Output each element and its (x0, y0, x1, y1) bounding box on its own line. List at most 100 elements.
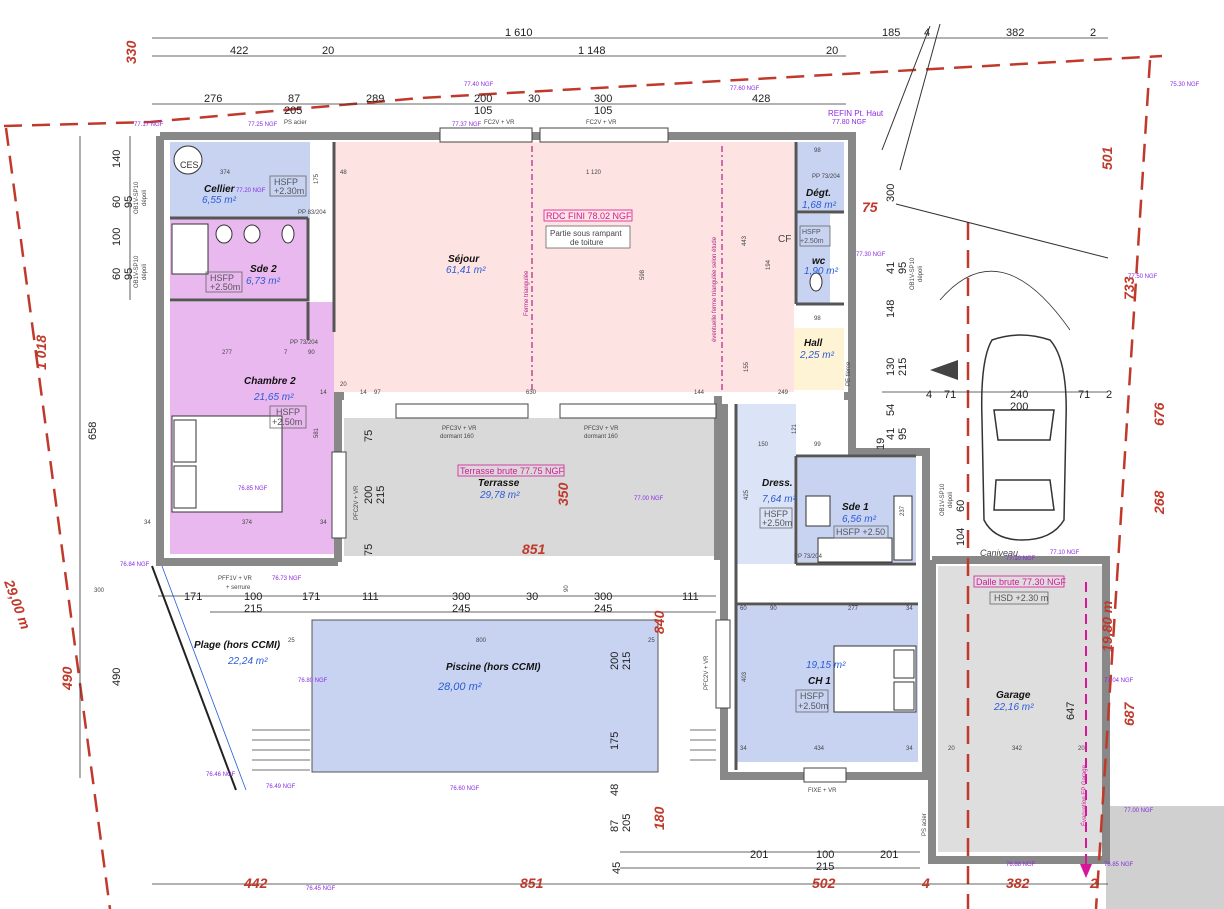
dim-i-403: 403 (742, 671, 748, 682)
window-ob-c2: dépoli (918, 266, 924, 282)
ngf-7688: 76.88 NGF (1006, 862, 1036, 868)
dim-54: 54 (885, 404, 897, 416)
dim-i-200: 200 (363, 486, 375, 504)
dim-i-75-a: 75 (363, 430, 375, 442)
dim-i-277: 277 (222, 350, 233, 356)
dim-i-581: 581 (314, 427, 320, 438)
dim-i-34-b: 34 (320, 520, 327, 526)
dim-i-121: 121 (792, 423, 798, 434)
hsfp-sde2-b: +2.50m (210, 282, 240, 292)
window-pfc3v-a2: dormant 160 (440, 434, 474, 440)
dim-100: 100 (111, 228, 123, 246)
room-hall-fill (794, 328, 844, 390)
dim-b-300-b: 300 (594, 591, 612, 603)
dim-i-277-b: 277 (848, 606, 859, 612)
room-piscine-area: 28,00 m² (437, 681, 482, 693)
dim-200: 200 (474, 93, 492, 105)
dim-red-851: 851 (520, 875, 544, 891)
dim-b-171-b: 171 (302, 591, 320, 603)
dim-i-90: 90 (308, 350, 315, 356)
dim-4-r: 4 (926, 389, 932, 401)
dim-i-598: 598 (640, 269, 646, 280)
window-pfc2v-ch2: PFC2V + VR (354, 485, 360, 520)
room-sejour-area: 61,41 m² (446, 265, 486, 276)
dim-i-7: 7 (284, 350, 288, 356)
dim-105: 105 (474, 105, 492, 117)
ground-grey-right (1106, 806, 1224, 909)
window-pfc3v-b2: dormant 160 (584, 434, 618, 440)
dim-19: 19 (875, 438, 887, 450)
hsfp-sde2-a: HSFP (210, 273, 234, 283)
dim-658: 658 (87, 422, 99, 440)
refin-label: REFIN Pt. Haut (828, 109, 884, 118)
dim-red-4: 4 (921, 875, 930, 891)
dim-i-48: 48 (340, 170, 347, 176)
hsfp-ch2-a: HSFP (276, 407, 300, 417)
stairs (252, 729, 716, 771)
ngf-7704: 77.04 NGF (1104, 678, 1134, 684)
room-plage-name: Plage (hors CCMI) (194, 640, 281, 651)
dim-71-b: 71 (1078, 389, 1090, 401)
rdc-fini-label: RDC FINI 78.02 NGF (546, 211, 632, 221)
evac-label: Évacuation EP Garage (1081, 764, 1088, 826)
ngf-7700: 77.00 NGF (634, 496, 664, 502)
rampant-label-a: Partie sous rampant (550, 229, 622, 238)
dim-i-342: 342 (1012, 746, 1023, 752)
dalle-brute-label: Dalle brute 77.30 NGF (976, 577, 1067, 587)
dim-i-237: 237 (900, 505, 906, 516)
ngf-7645: 76.45 NGF (306, 886, 336, 892)
dim-b-300-a: 300 (452, 591, 470, 603)
entry-arrow-icon (930, 360, 958, 380)
door-pp-73-204-a: PP 73/204 (290, 340, 319, 346)
hsfp-sde1: HSFP +2.50 (836, 527, 885, 537)
ngf-7710-a: 77.10 NGF (1006, 556, 1036, 562)
dim-289: 289 (366, 93, 384, 105)
dim-41-a: 41 (885, 262, 897, 274)
dim-red-676: 676 (1151, 402, 1167, 426)
dim-red-2900: 29,00 m (1, 577, 34, 632)
dim-95-a: 95 (123, 196, 135, 208)
hsd-garage: HSD +2.30 m (994, 593, 1048, 603)
dim-i-97: 97 (374, 390, 381, 396)
dim-red-490: 490 (59, 666, 75, 691)
dim-48-b: 48 (609, 784, 621, 796)
dim-428: 428 (752, 93, 770, 105)
dim-1148: 1 148 (578, 45, 606, 57)
ngf-7717: 77.17 NGF (134, 122, 164, 128)
ps-acier-bottom: PS acier (922, 813, 928, 836)
room-dress-name: Dress. (762, 478, 793, 489)
rampant-box (545, 225, 631, 249)
room-cellier-area: 6,55 m² (202, 195, 237, 206)
hsfp-dress-b: +2.50m (762, 518, 792, 528)
dim-b-201-a: 201 (750, 849, 768, 861)
dim-red-75: 75 (862, 199, 878, 215)
dim-95-r: 95 (897, 262, 909, 274)
room-terrasse-fill (344, 418, 714, 556)
window-ob-a: OB1V-SP10 (134, 181, 140, 214)
dim-87-b: 87 (609, 820, 621, 832)
door-pp-73-204-b: PP 73/204 (812, 174, 841, 180)
dim-30: 30 (528, 93, 540, 105)
dim-300-r: 300 (885, 184, 897, 202)
hsfp-box-ch1 (795, 689, 829, 713)
ngf-7649: 76.49 NGF (266, 784, 296, 790)
ngf-7685: 76.85 NGF (238, 486, 268, 492)
dim-i-200-b: 200 (609, 652, 621, 670)
room-sejour-fill (334, 142, 794, 392)
room-degt-area: 1,68 m² (802, 200, 837, 211)
window-fc2v-b: FC2V + VR (586, 120, 617, 126)
room-dress-fill (736, 404, 796, 564)
hsfp-ch1-a: HSFP (800, 691, 824, 701)
dim-red-687: 687 (1121, 701, 1137, 726)
room-chambre2-area: 21,65 m² (253, 392, 294, 403)
dim-i-99: 99 (814, 442, 821, 448)
dim-i-150: 150 (758, 442, 769, 448)
rdc-fini-box (543, 209, 633, 222)
dim-95-rb: 95 (897, 428, 909, 440)
dim-105-b: 105 (594, 105, 612, 117)
dim-b-111-a: 111 (362, 591, 379, 603)
room-terrasse-area: 29,78 m² (479, 490, 520, 501)
ngf-7646: 76.46 NGF (206, 772, 236, 778)
dim-red-733: 733 (1121, 276, 1137, 300)
dim-185: 185 (882, 27, 900, 39)
